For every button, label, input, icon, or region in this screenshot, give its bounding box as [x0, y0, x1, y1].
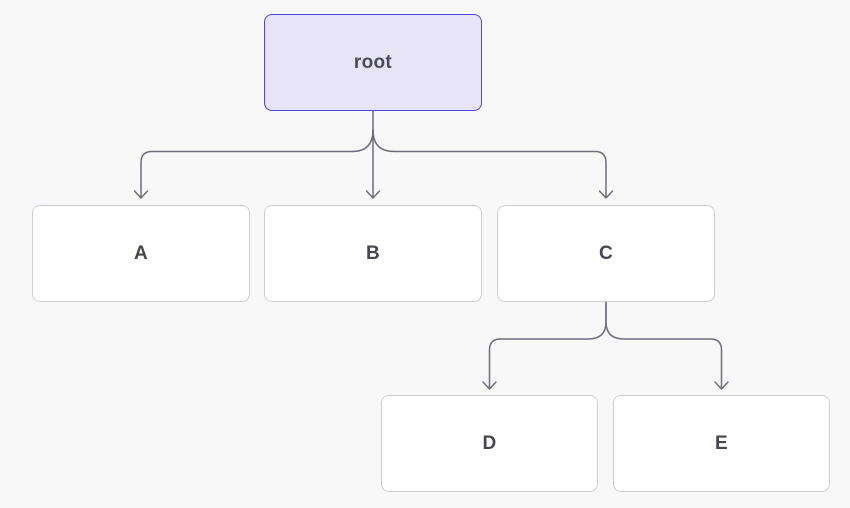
node-c-label: C — [598, 242, 614, 264]
node-a[interactable]: A — [32, 205, 250, 302]
arrowhead-A — [133, 190, 149, 199]
node-d[interactable]: D — [381, 395, 598, 492]
node-root[interactable]: root — [264, 14, 482, 111]
edge-root-C — [372, 129, 607, 198]
edge-root-A — [140, 129, 374, 198]
node-e-label: E — [715, 432, 728, 454]
node-c[interactable]: C — [497, 205, 715, 302]
node-root-label: root — [353, 51, 393, 73]
arrowhead-E — [714, 381, 729, 390]
arrowhead-B — [365, 190, 381, 199]
node-e[interactable]: E — [613, 395, 830, 492]
node-b[interactable]: B — [264, 205, 482, 302]
arrowhead-D — [482, 381, 497, 390]
edge-C-D — [488, 301, 607, 389]
node-b-label: B — [365, 242, 381, 264]
node-d-label: D — [482, 432, 497, 454]
arrowhead-C — [598, 190, 614, 199]
edge-C-E — [605, 301, 723, 389]
node-a-label: A — [133, 242, 149, 264]
